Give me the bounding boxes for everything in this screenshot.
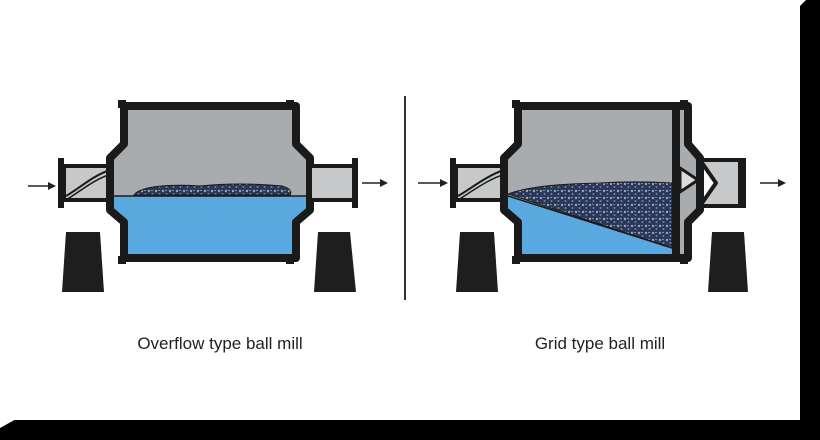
drop-shadow-corner-left xyxy=(0,418,18,428)
discharge-arrow-left xyxy=(362,179,388,187)
slurry-surface-right xyxy=(507,195,673,249)
slurry-level-left xyxy=(114,196,306,254)
caption-overflow-mill: Overflow type ball mill xyxy=(137,334,303,353)
overflow-mill-diagram xyxy=(28,100,388,292)
divider-line xyxy=(404,96,406,300)
outlet-trunnion-right xyxy=(698,158,746,208)
support-left-outlet xyxy=(314,232,356,292)
grinding-balls-left xyxy=(133,183,292,196)
inlet-trunnion-right xyxy=(450,158,507,208)
inlet-trunnion-left xyxy=(58,158,113,208)
drop-shadow-bottom xyxy=(0,420,820,440)
drop-shadow-right xyxy=(800,0,820,440)
outlet-trunnion-left xyxy=(308,158,358,208)
slurry-level-right xyxy=(508,196,672,254)
feed-arrow-left xyxy=(28,182,56,190)
support-left-inlet xyxy=(62,232,104,292)
support-right-outlet xyxy=(708,232,748,292)
grinding-balls-right xyxy=(506,181,673,249)
feed-arrow-right xyxy=(418,179,448,187)
discharge-grid xyxy=(672,110,701,256)
drop-shadow-corner-top xyxy=(798,0,806,8)
discharge-arrow-right xyxy=(760,179,786,187)
caption-grid-mill: Grid type ball mill xyxy=(534,334,666,353)
grid-mill-diagram xyxy=(418,100,786,292)
support-right-inlet xyxy=(456,232,498,292)
